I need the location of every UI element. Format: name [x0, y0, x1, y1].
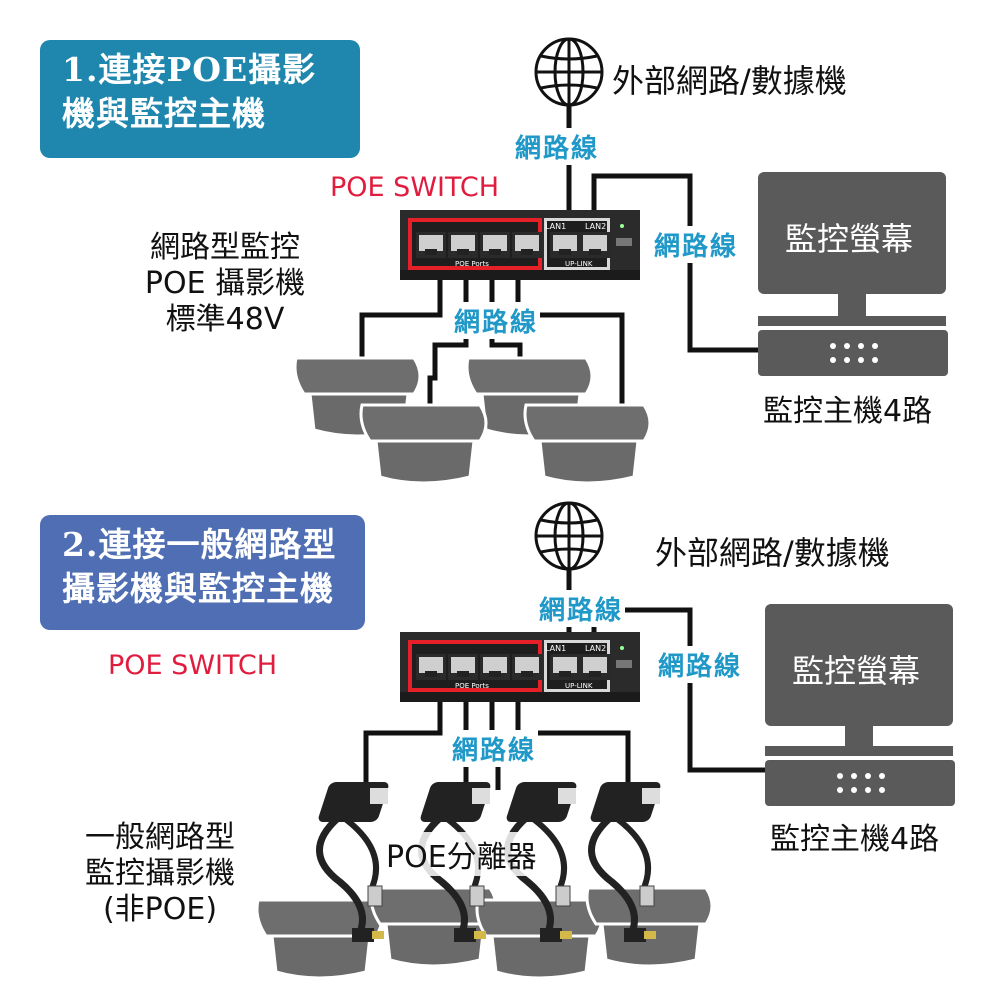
camera-4 — [523, 403, 652, 485]
switch-uplink-text: UP-LINK — [565, 260, 593, 268]
poe-camera-desc-line2: POE 攝影機 — [144, 266, 306, 301]
monitor-base-2 — [765, 746, 953, 756]
monitor-screen-2 — [765, 604, 953, 726]
ip-camera-description: 一般網路型 監控攝影機 (非POE) — [55, 820, 265, 928]
cable-label-right: 網路線 — [652, 226, 741, 263]
internet-label: 外部網路/數據機 — [612, 62, 847, 100]
cable-cam1 — [359, 262, 443, 375]
globe-icon — [534, 37, 604, 107]
camera-7 — [475, 898, 604, 980]
switch2-lan2-text: LAN2 — [585, 644, 607, 653]
cable-split1 — [363, 695, 443, 790]
monitor-label: 監控螢幕 — [785, 220, 914, 258]
section2-graphics — [255, 501, 955, 980]
poe-camera-desc-line1: 網路型監控 — [150, 230, 300, 265]
poe-switch-device — [400, 210, 640, 280]
poe-camera-desc-line3: 標準48V — [165, 302, 285, 337]
poe-switch-label-2: POE SWITCH — [108, 650, 278, 681]
nvr-label-2: 監控主機4路 — [770, 822, 940, 857]
poe-camera-description: 網路型監控 POE 攝影機 標準48V — [120, 230, 330, 338]
switch2-poe-ports-text: POE Ports — [455, 682, 489, 690]
poe-switch-label: POE SWITCH — [330, 172, 500, 203]
section2-title-line1: 2.連接一般網路型 — [62, 525, 337, 564]
switch2-lan1-text: LAN1 — [545, 644, 567, 653]
switch2-uplink-text: UP-LINK — [565, 682, 593, 690]
monitor-screen — [758, 172, 946, 294]
nvr-device — [758, 330, 948, 376]
switch-poe-ports-text: POE Ports — [455, 260, 489, 268]
section1-title-line1: 1.連接POE攝影 — [62, 50, 317, 89]
cable-nvr — [591, 173, 760, 353]
monitor-label-2: 監控螢幕 — [792, 652, 921, 690]
switch-lan1-text: LAN1 — [545, 222, 567, 231]
cable-label-bottom-2: 網路線 — [450, 730, 539, 767]
section1-graphics — [293, 37, 948, 485]
ip-camera-desc-line3: (非POE) — [102, 892, 218, 927]
nvr-label: 監控主機4路 — [763, 394, 933, 429]
internet-label-2: 外部網路/數據機 — [655, 534, 890, 572]
section2-title-line2: 攝影機與監控主機 — [62, 569, 334, 608]
camera-3 — [359, 403, 488, 485]
nvr-device-2 — [765, 760, 955, 806]
cable-label-bottom: 網路線 — [452, 302, 541, 339]
ip-camera-desc-line2: 監控攝影機 — [85, 856, 235, 891]
monitor-stand — [838, 294, 866, 316]
monitor-base — [758, 316, 946, 326]
section2-title: 2.連接一般網路型 攝影機與監控主機 — [40, 515, 365, 630]
section1-title-line2: 機與監控主機 — [62, 94, 266, 133]
cable-label-top: 網路線 — [513, 128, 602, 165]
cable-label-right-2: 網路線 — [656, 646, 745, 683]
cable-label-top-2: 網路線 — [537, 590, 626, 627]
cable-cam4 — [515, 262, 625, 410]
ip-camera-desc-line1: 一般網路型 — [85, 820, 235, 855]
globe-icon-2 — [534, 501, 604, 571]
section1-title: 1.連接POE攝影 機與監控主機 — [40, 40, 360, 158]
monitor-stand-2 — [845, 726, 873, 748]
poe-switch-device-2 — [400, 632, 640, 702]
cable-split4 — [515, 695, 631, 790]
poe-splitter-label: POE分離器 — [382, 832, 541, 876]
switch-lan2-text: LAN2 — [585, 222, 607, 231]
